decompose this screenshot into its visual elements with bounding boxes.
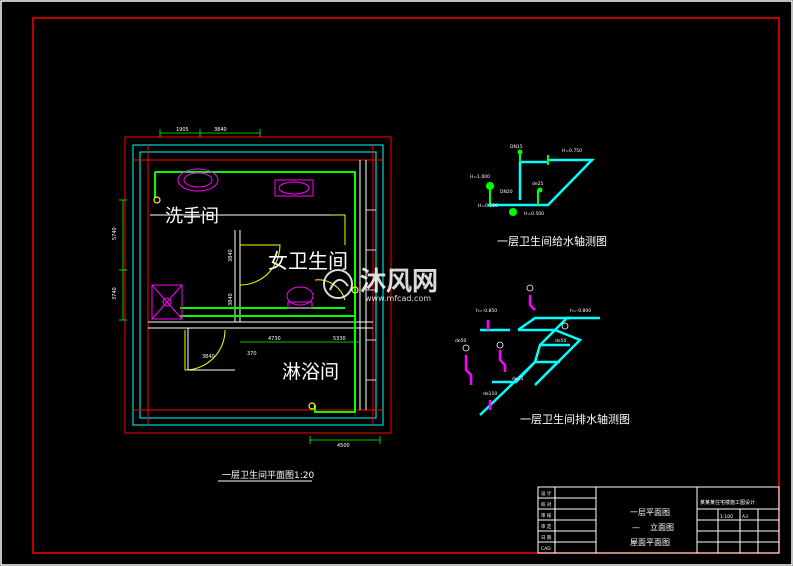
supply-label-1: DN15 xyxy=(510,144,523,150)
drawing-frame xyxy=(32,17,780,554)
dim-mid-a: 4730 xyxy=(268,336,281,342)
dim-inner-a: 3840 xyxy=(228,249,234,262)
supply-label-2: H=1.000 xyxy=(470,174,490,180)
drain-isometric: h=-0.850 de50 de75 de110 h=-0.800 de50 一… xyxy=(455,284,630,426)
dim-inner-b: 3840 xyxy=(228,293,234,306)
watermark: 沐风网 www.mfcad.com xyxy=(323,267,438,303)
supply-label-0: H=0.750 xyxy=(562,148,582,154)
watermark-url: www.mfcad.com xyxy=(365,294,431,303)
dim-mid-b: 5330 xyxy=(333,336,346,342)
tb-code: A3 xyxy=(742,514,748,520)
tb-drawing-name-1: 立面图 xyxy=(650,522,674,532)
drain-iso-title: 一层卫生间排水轴测图 xyxy=(520,412,630,426)
plan-title: 一层卫生间平面图1:20 xyxy=(222,469,314,481)
dim-bottom: 4500 xyxy=(337,443,350,449)
dim-shower-a: 3840 xyxy=(202,354,215,360)
drain-label-3: de110 xyxy=(483,391,497,397)
tb-row-1: 校 对 xyxy=(541,501,552,508)
drain-label-0: h=-0.850 xyxy=(476,308,497,314)
floor-plan: 1905 3840 5740 3740 3840 3840 4730 5330 … xyxy=(112,127,392,482)
drain-label-4: h=-0.800 xyxy=(570,308,591,314)
tb-drawing-name-0: 一层平面图 xyxy=(630,508,670,517)
tb-row-4: 日 期 xyxy=(541,535,552,541)
supply-label-5: de25 xyxy=(532,181,543,187)
supply-label-6: H=0.500 xyxy=(524,211,544,217)
dim-top-b: 3840 xyxy=(214,127,227,133)
dim-shower-b: 370 xyxy=(247,351,257,357)
supply-label-4: H=0.250 xyxy=(478,203,498,209)
watermark-main: 沐风网 xyxy=(360,267,438,297)
tb-row-0: 设 计 xyxy=(541,490,552,497)
drain-label-5: de50 xyxy=(555,338,566,344)
supply-isometric: H=0.750 DN15 H=1.000 DN20 H=0.250 de25 H… xyxy=(470,144,607,248)
dim-left-a: 5740 xyxy=(112,227,118,240)
watermark-logo-icon xyxy=(323,269,353,299)
tb-drawing-dash: — xyxy=(632,523,640,532)
tb-scale: 1:100 xyxy=(720,514,733,520)
room-label-washroom: 洗手间 xyxy=(165,206,219,227)
tb-project: 某某某住宅楼施工图设计 xyxy=(700,499,755,506)
supply-iso-title: 一层卫生间给水轴测图 xyxy=(497,234,607,248)
room-label-shower: 淋浴间 xyxy=(282,361,339,383)
tb-row-5: CAD xyxy=(541,546,551,552)
tb-row-3: 审 定 xyxy=(541,523,552,530)
drain-label-2: de75 xyxy=(512,376,523,382)
room-label-women-toilet: 女卫生间 xyxy=(268,249,348,273)
tb-drawing-name-2: 屋面平面图 xyxy=(630,538,670,547)
title-block: 设 计 校 对 审 核 审 定 日 期 CAD 某某某住宅楼施工图设计 1:10… xyxy=(537,486,780,554)
dim-left-b: 3740 xyxy=(112,287,118,300)
dim-top-a: 1905 xyxy=(176,127,189,133)
supply-label-3: DN20 xyxy=(500,189,513,195)
tb-row-2: 审 核 xyxy=(541,512,552,519)
drain-label-1: de50 xyxy=(455,338,466,344)
